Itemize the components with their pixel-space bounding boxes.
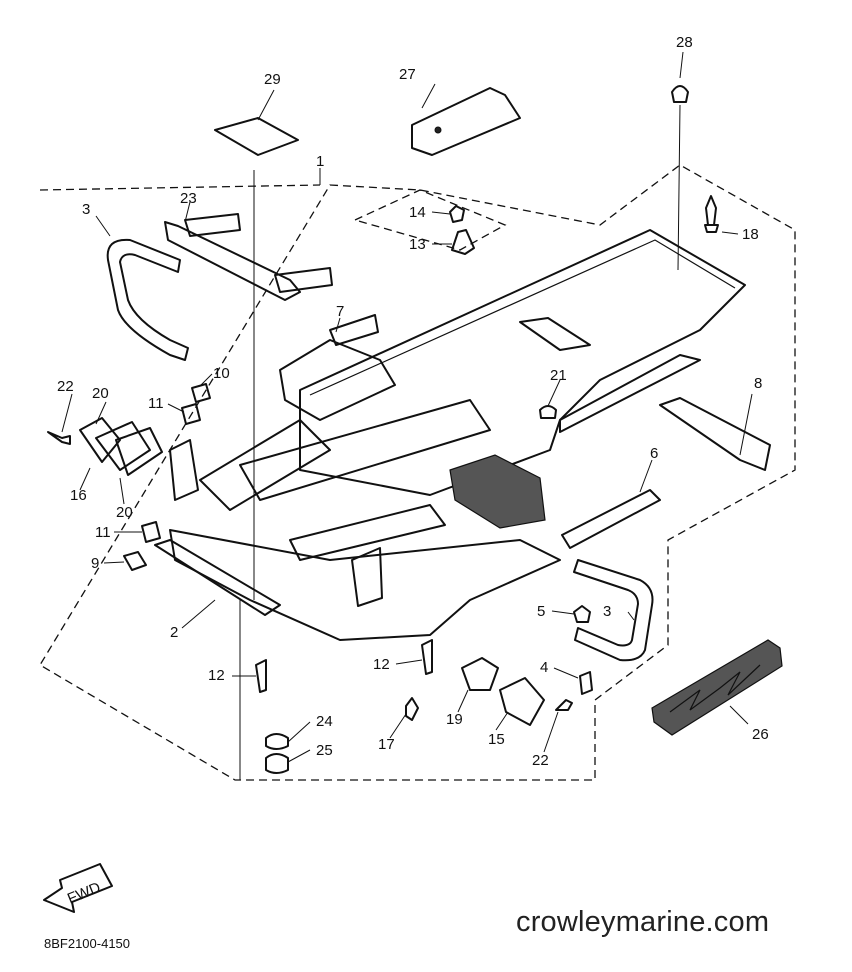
part-11-rubber-lower xyxy=(141,521,161,543)
callout-21: 21 xyxy=(550,367,567,384)
part-12-bolt-right xyxy=(421,639,433,675)
fwd-arrow xyxy=(43,863,113,913)
callout-26: 26 xyxy=(752,726,769,743)
part-17-plug xyxy=(405,697,419,721)
part-18-rivet xyxy=(704,195,719,233)
callout-14: 14 xyxy=(409,204,426,221)
part-20-plate-lower xyxy=(115,427,163,476)
part-10-rubber xyxy=(191,383,211,403)
part-22-rivet-right xyxy=(555,699,573,711)
part-27-cover xyxy=(411,87,521,156)
part-26-decal xyxy=(651,639,783,736)
part-21-cap xyxy=(539,405,557,419)
callout-4: 4 xyxy=(540,659,548,676)
part-12-bolt-left xyxy=(255,659,267,693)
frame-crossbar xyxy=(239,399,491,501)
part-23-footrest-rear xyxy=(274,267,333,293)
watermark: crowleymarine.com xyxy=(516,906,770,938)
frame-left-rail xyxy=(199,419,331,511)
part-28-cap xyxy=(671,85,689,103)
callout-22b: 22 xyxy=(532,752,549,769)
callout-3a: 3 xyxy=(82,201,90,218)
callout-19: 19 xyxy=(446,711,463,728)
part-14-nut xyxy=(449,205,465,223)
part-25-cushion xyxy=(265,753,289,774)
part-23-step-bar xyxy=(164,221,301,301)
callout-20a: 20 xyxy=(92,385,109,402)
callout-28: 28 xyxy=(676,34,693,51)
callout-11a: 11 xyxy=(148,395,164,412)
part-2-cross-tube xyxy=(154,539,281,616)
callout-27: 27 xyxy=(399,66,416,83)
callout-24: 24 xyxy=(316,713,333,730)
frame-slot xyxy=(519,317,591,351)
callout-6: 6 xyxy=(650,445,658,462)
part-8-rail xyxy=(659,397,771,471)
part-26-graphic xyxy=(669,664,761,713)
callout-13: 13 xyxy=(409,236,426,253)
frame-top-edge xyxy=(309,239,736,396)
callout-1: 1 xyxy=(316,153,324,170)
part-3-front-bumper xyxy=(106,238,189,361)
fwd-label: FWD xyxy=(65,879,103,908)
part-27-hole xyxy=(434,126,442,134)
callout-16: 16 xyxy=(70,487,87,504)
part-3-rear-bumper xyxy=(573,559,654,662)
part-29-plate xyxy=(214,117,299,156)
diagram-code: 8BF2100-4150 xyxy=(44,936,131,951)
frame-spindle-right xyxy=(351,547,383,607)
part-24-washer xyxy=(265,733,289,750)
callout-23: 23 xyxy=(180,190,197,207)
callout-12a: 12 xyxy=(208,667,225,684)
part-7-bracket xyxy=(329,314,379,346)
frame-spindle-left xyxy=(169,439,199,501)
part-16-plate xyxy=(95,421,151,471)
callout-20b: 20 xyxy=(116,504,133,521)
callout-25: 25 xyxy=(316,742,333,759)
part-6-slide xyxy=(561,489,661,549)
callout-18: 18 xyxy=(742,226,759,243)
callout-9: 9 xyxy=(91,555,99,572)
callout-17: 17 xyxy=(378,736,395,753)
callout-10: 10 xyxy=(213,365,230,382)
frame-upper-bracket xyxy=(279,339,396,421)
callout-7: 7 xyxy=(336,303,344,320)
callout-5: 5 xyxy=(537,603,545,620)
part-19-plate xyxy=(461,657,499,691)
callout-12b: 12 xyxy=(373,656,390,673)
part-4-bolt xyxy=(579,671,593,695)
callout-15: 15 xyxy=(488,731,505,748)
main-frame xyxy=(299,229,746,496)
part-9-rubber xyxy=(123,551,147,571)
callout-3b: 3 xyxy=(603,603,611,620)
assembly-boundary xyxy=(39,164,796,781)
part-5-nut xyxy=(573,605,591,623)
part-13-mount xyxy=(451,229,475,255)
callout-22a: 22 xyxy=(57,378,74,395)
part-22-rivet-left xyxy=(47,431,71,445)
upper-tray-outline xyxy=(353,189,507,251)
part-11-rubber-upper xyxy=(181,403,201,425)
callout-2: 2 xyxy=(170,624,178,641)
leader-lines xyxy=(61,51,753,780)
frame-lower-rail xyxy=(169,529,561,641)
frame-fuel-bracket xyxy=(449,454,546,529)
part-20-plate-upper xyxy=(79,417,121,463)
callout-8: 8 xyxy=(754,375,762,392)
frame-lower-crossbar xyxy=(289,504,446,561)
callout-29: 29 xyxy=(264,71,281,88)
callout-11b: 11 xyxy=(95,524,111,541)
part-23-footrest-front xyxy=(184,213,241,237)
frame-side-panel xyxy=(559,354,701,433)
part-15-pad xyxy=(499,677,545,726)
